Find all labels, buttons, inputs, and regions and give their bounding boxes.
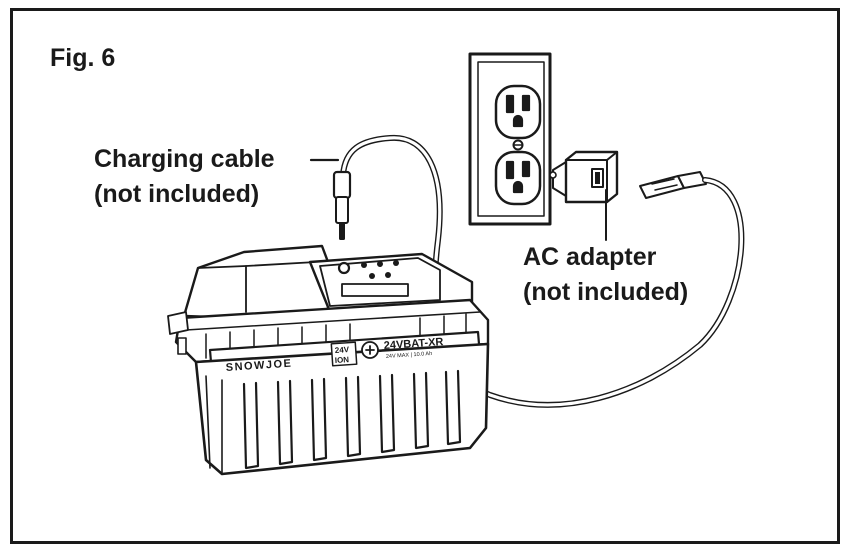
usb-a-plug (639, 171, 707, 199)
battery-model: 24VBAT-XR (383, 336, 443, 352)
charging-cable-label: Charging cable (94, 145, 275, 173)
figure-border (10, 8, 840, 544)
figure-label: Fig. 6 (50, 44, 116, 72)
wall-outlet (468, 52, 552, 226)
ac-adapter (549, 150, 619, 241)
ac-adapter-label: AC adapter (523, 243, 657, 271)
charging-cable-callout: Charging cable (not included) (94, 142, 275, 212)
battery-brand: SNOWJOE (225, 358, 292, 374)
ac-adapter-callout: AC adapter (not included) (523, 240, 688, 310)
battery-voltage-top: 24V (335, 345, 350, 355)
charging-cable-note: (not included) (94, 180, 260, 208)
battery-spec: 24V MAX | 10.0 Ah (386, 351, 433, 360)
battery-voltage-bottom: ION (335, 355, 350, 365)
usb-c-connector (332, 170, 352, 240)
battery-pack (167, 244, 490, 476)
ac-adapter-note: (not included) (523, 278, 689, 306)
